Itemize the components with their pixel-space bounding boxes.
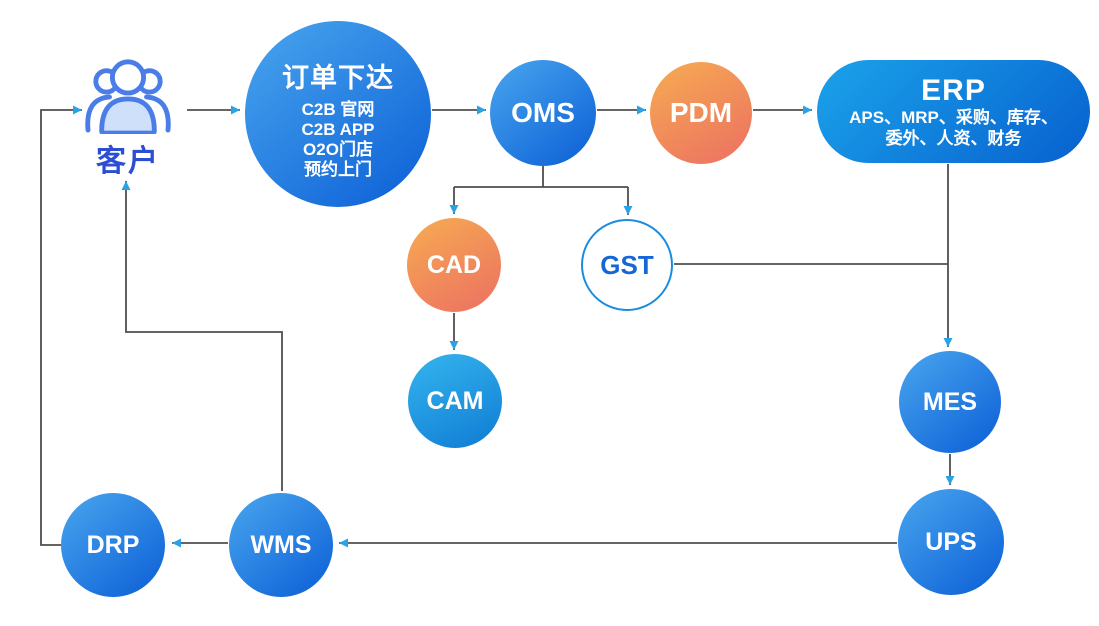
node-drp: DRP [61,493,165,597]
node-wms: WMS [229,493,333,597]
edge-drp-to-customer [40,105,82,546]
node-order-placement: 订单下达 C2B 官网 C2B APP O2O门店 预约上门 [245,21,431,207]
edge-oms-split-bar [454,166,628,188]
node-oms: OMS [490,60,596,166]
order-channel-appointment: 预约上门 [304,160,372,179]
customer-label: 客户 [96,145,160,178]
node-customer: 客户 [80,56,176,180]
edge-wms-to-customer [121,181,283,491]
erp-modules-line1: APS、MRP、采购、库存、 [849,107,1058,127]
node-erp: ERP APS、MRP、采购、库存、 委外、人资、财务 [817,60,1090,163]
node-mes: MES [899,351,1001,453]
node-gst: GST [581,219,673,311]
erp-title: ERP [921,73,986,107]
node-pdm: PDM [650,62,752,164]
node-cad: CAD [407,218,501,312]
node-cam: CAM [408,354,502,448]
customer-group-icon [85,59,171,134]
order-title: 订单下达 [282,63,394,93]
order-channel-c2b-web: C2B 官网 [301,100,375,119]
order-channel-o2o-store: O2O门店 [303,140,373,159]
erp-modules-line2: 委外、人资、财务 [885,128,1022,148]
order-channel-c2b-app: C2B APP [301,120,375,139]
node-ups: UPS [898,489,1004,595]
